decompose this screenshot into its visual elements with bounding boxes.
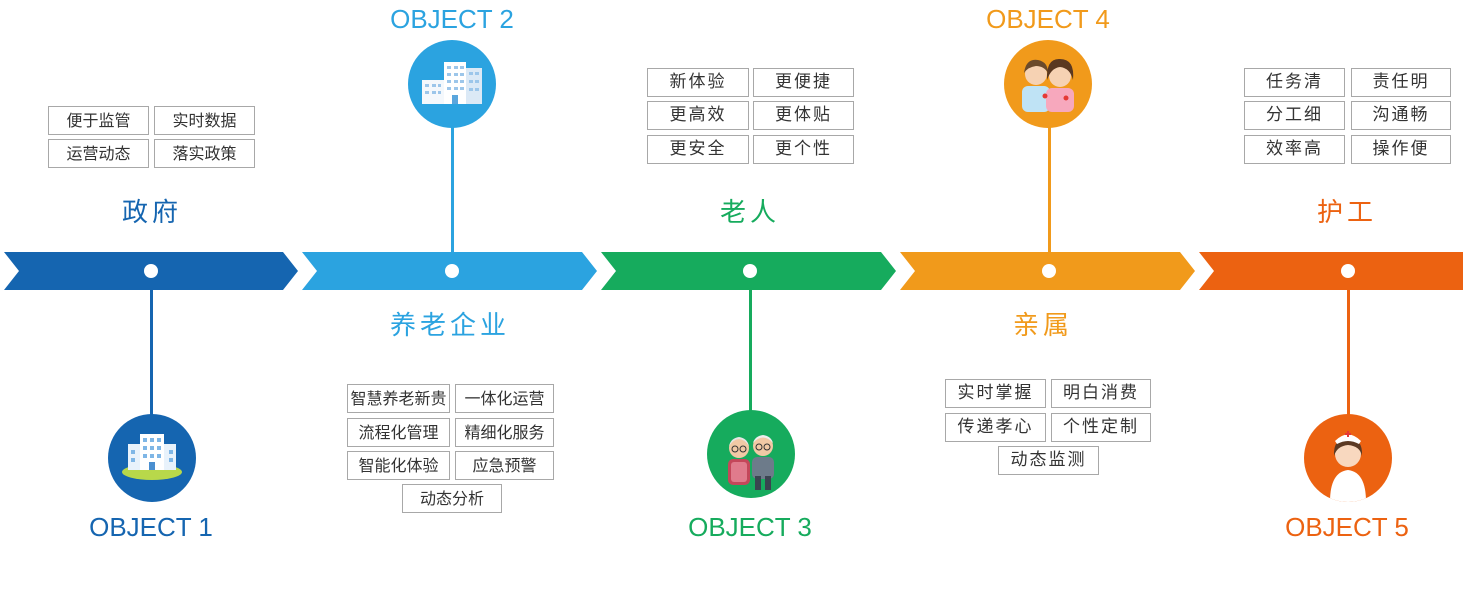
tag-box: 更个性 <box>753 135 854 164</box>
category-label: 护工 <box>1316 198 1377 228</box>
nurse-icon <box>1304 414 1392 502</box>
timeline-dot-5 <box>1341 264 1355 278</box>
tag-box: 精细化服务 <box>455 418 554 447</box>
object-title: OBJECT 3 <box>688 512 812 542</box>
category-label: 亲属 <box>1012 311 1073 341</box>
tag-box: 运营动态 <box>48 139 149 168</box>
tag-box: 更高效 <box>647 101 749 130</box>
ribbon-segment-5 <box>1199 252 1463 290</box>
elderly-couple-icon <box>707 410 795 498</box>
tag-box: 动态分析 <box>402 484 502 513</box>
tag-box: 应急预警 <box>455 451 554 480</box>
tag-box: 更安全 <box>647 135 749 164</box>
tag-box: 动态监测 <box>998 446 1099 475</box>
tag-box: 更便捷 <box>753 68 854 97</box>
tag-box: 任务清 <box>1244 68 1345 97</box>
tag-box: 流程化管理 <box>347 418 450 447</box>
tag-box: 实时掌握 <box>945 379 1046 408</box>
timeline-dot-3 <box>743 264 757 278</box>
category-label: 老人 <box>719 198 780 228</box>
timeline-ribbon <box>4 252 1463 290</box>
category-label: 养老企业 <box>389 311 510 341</box>
tag-box: 操作便 <box>1351 135 1451 164</box>
category-label: 政府 <box>121 198 182 228</box>
tag-box: 更体贴 <box>753 101 854 130</box>
connector-line-4 <box>1048 125 1051 271</box>
connector-line-5 <box>1347 271 1350 421</box>
tag-box: 责任明 <box>1351 68 1451 97</box>
tag-box: 实时数据 <box>154 106 255 135</box>
tag-box: 落实政策 <box>154 139 255 168</box>
office-building-icon <box>408 40 496 128</box>
tag-box: 传递孝心 <box>945 413 1046 442</box>
family-couple-icon <box>1004 40 1092 128</box>
connector-line-1 <box>150 271 153 421</box>
tag-box: 新体验 <box>647 68 749 97</box>
government-building-icon <box>108 414 196 502</box>
timeline-dot-2 <box>445 264 459 278</box>
tag-box: 沟通畅 <box>1351 101 1451 130</box>
tag-box: 智能化体验 <box>347 451 450 480</box>
tag-box: 效率高 <box>1244 135 1345 164</box>
tag-box: 明白消费 <box>1051 379 1151 408</box>
object-title: OBJECT 2 <box>390 4 514 34</box>
timeline-dot-1 <box>144 264 158 278</box>
connector-line-2 <box>451 125 454 271</box>
tag-box: 个性定制 <box>1051 413 1151 442</box>
timeline-dot-4 <box>1042 264 1056 278</box>
object-title: OBJECT 4 <box>986 4 1110 34</box>
tag-box: 便于监管 <box>48 106 149 135</box>
tag-box: 分工细 <box>1244 101 1345 130</box>
object-title: OBJECT 1 <box>89 512 213 542</box>
tag-box: 一体化运营 <box>455 384 554 413</box>
tag-box: 智慧养老新贵 <box>347 384 450 413</box>
connector-line-3 <box>749 271 752 421</box>
object-title: OBJECT 5 <box>1285 512 1409 542</box>
